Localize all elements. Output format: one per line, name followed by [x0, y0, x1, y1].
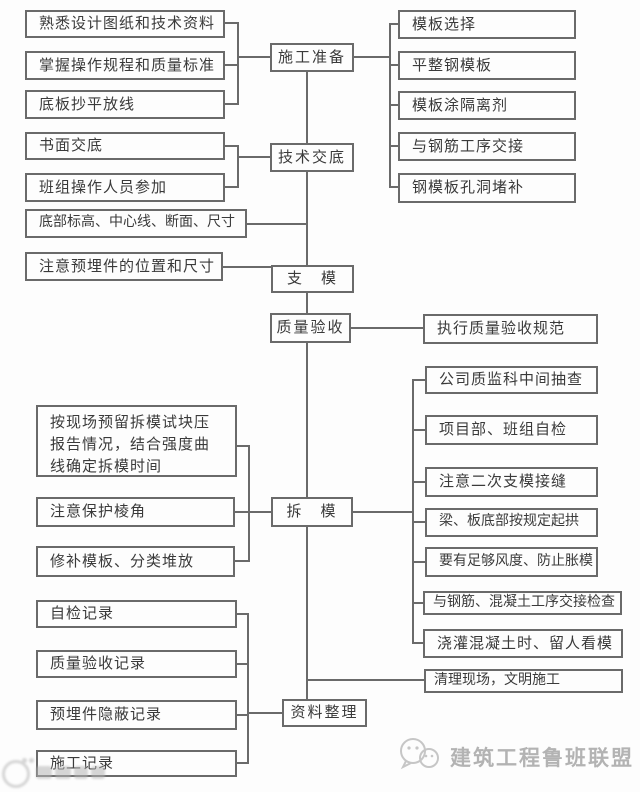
node-baseplate-leveling: 底板抄平放线 — [25, 90, 225, 119]
node-master-procedures: 掌握操作规程和质量标准 — [25, 51, 225, 80]
connector-line — [412, 602, 423, 604]
connector-line — [225, 64, 237, 66]
wechat-icon — [398, 737, 442, 776]
connector-line — [389, 23, 398, 25]
connector-line — [353, 511, 412, 513]
connector-line — [237, 145, 239, 188]
connector-line — [306, 343, 308, 497]
connector-line — [351, 327, 423, 329]
node-site-cleanup: 清理现场，文明施工 — [424, 669, 623, 693]
connector-line — [247, 712, 282, 714]
node-self-check-record: 自检记录 — [36, 600, 237, 628]
node-sufficient-stiffness: 要有足够风度、防止胀模 — [425, 547, 598, 577]
connector-line — [237, 613, 247, 615]
connector-line — [237, 56, 270, 58]
connector-line — [306, 172, 308, 265]
connector-line — [412, 379, 425, 381]
connector-line — [225, 145, 237, 147]
connector-line — [235, 560, 248, 562]
connector-line — [412, 642, 423, 644]
connector-line — [237, 22, 239, 105]
node-bottom-elevation-centerline: 底部标高、中心线、断面、尺寸 — [25, 209, 247, 238]
node-construction-preparation: 施工准备 — [270, 43, 354, 72]
connector-line — [412, 429, 425, 431]
connector-line — [389, 64, 398, 66]
connector-line — [237, 156, 270, 158]
connector-line — [237, 445, 248, 447]
node-document-organizing: 资料整理 — [282, 699, 367, 727]
node-technical-disclosure: 技术交底 — [270, 143, 354, 172]
node-repair-stack-formwork: 修补模板、分类堆放 — [36, 546, 235, 577]
node-written-disclosure: 书面交底 — [25, 132, 225, 160]
node-release-agent: 模板涂隔离剂 — [398, 91, 576, 120]
connector-line — [306, 679, 424, 681]
node-embedded-parts-position: 注意预埋件的位置和尺寸 — [25, 252, 223, 281]
node-beam-slab-camber: 梁、板底部按规定起拱 — [425, 508, 598, 537]
connector-line — [306, 527, 308, 699]
node-rebar-process-handover: 与钢筋工序交接 — [398, 132, 576, 161]
node-acceptance-record: 质量验收记录 — [36, 650, 237, 678]
node-formwork-selection: 模板选择 — [398, 10, 576, 39]
connector-line — [235, 511, 271, 513]
connector-line — [237, 762, 247, 764]
node-secondary-formwork-joint: 注意二次支模接缝 — [425, 467, 598, 497]
connector-line — [247, 223, 307, 225]
node-project-self-check: 项目部、班组自检 — [425, 415, 598, 445]
connector-line — [306, 293, 308, 313]
watermark-logo-left — [2, 756, 106, 788]
node-rebar-concrete-handover-check: 与钢筋、混凝土工序交接检查 — [423, 591, 622, 615]
connector-line — [389, 104, 398, 106]
connector-line — [237, 714, 247, 716]
connector-line — [237, 663, 247, 665]
node-quality-acceptance: 质量验收 — [270, 313, 351, 343]
connector-line — [412, 379, 414, 644]
connector-line — [389, 145, 398, 147]
connector-line — [225, 22, 237, 24]
node-protect-edges: 注意保护棱角 — [36, 497, 235, 527]
node-watch-formwork-during-pour: 浇灌混凝土时、留人看模 — [423, 629, 623, 658]
connector-line — [225, 186, 237, 188]
connector-line — [225, 103, 237, 105]
node-crew-participation: 班组操作人员参加 — [25, 173, 225, 202]
connector-line — [223, 266, 271, 268]
node-hole-patching: 钢模板孔洞堵补 — [398, 173, 576, 203]
connector-line — [412, 481, 425, 483]
node-acceptance-standard: 执行质量验收规范 — [423, 314, 598, 344]
node-removal-time-by-strength: 按现场预留拆模试块压报告情况，结合强度曲线确定拆模时间 — [36, 405, 237, 477]
brand-watermark: 建筑工程鲁班联盟 — [398, 737, 634, 776]
connector-line — [354, 56, 389, 58]
node-flatten-steel-formwork: 平整钢模板 — [398, 51, 576, 80]
node-formwork-removal: 拆 模 — [271, 497, 353, 527]
node-embedded-hidden-record: 预埋件隐蔽记录 — [36, 700, 237, 730]
brand-watermark-text: 建筑工程鲁班联盟 — [450, 745, 634, 770]
connector-line — [306, 72, 308, 143]
node-formwork-erection: 支 模 — [271, 265, 354, 293]
connector-line — [389, 186, 398, 188]
connector-line — [247, 613, 249, 764]
node-company-spot-check: 公司质监科中间抽查 — [425, 366, 598, 394]
node-familiarize-drawings: 熟悉设计图纸和技术资料 — [25, 10, 225, 38]
connector-line — [412, 521, 425, 523]
connector-line — [248, 445, 250, 562]
connector-line — [412, 561, 425, 563]
